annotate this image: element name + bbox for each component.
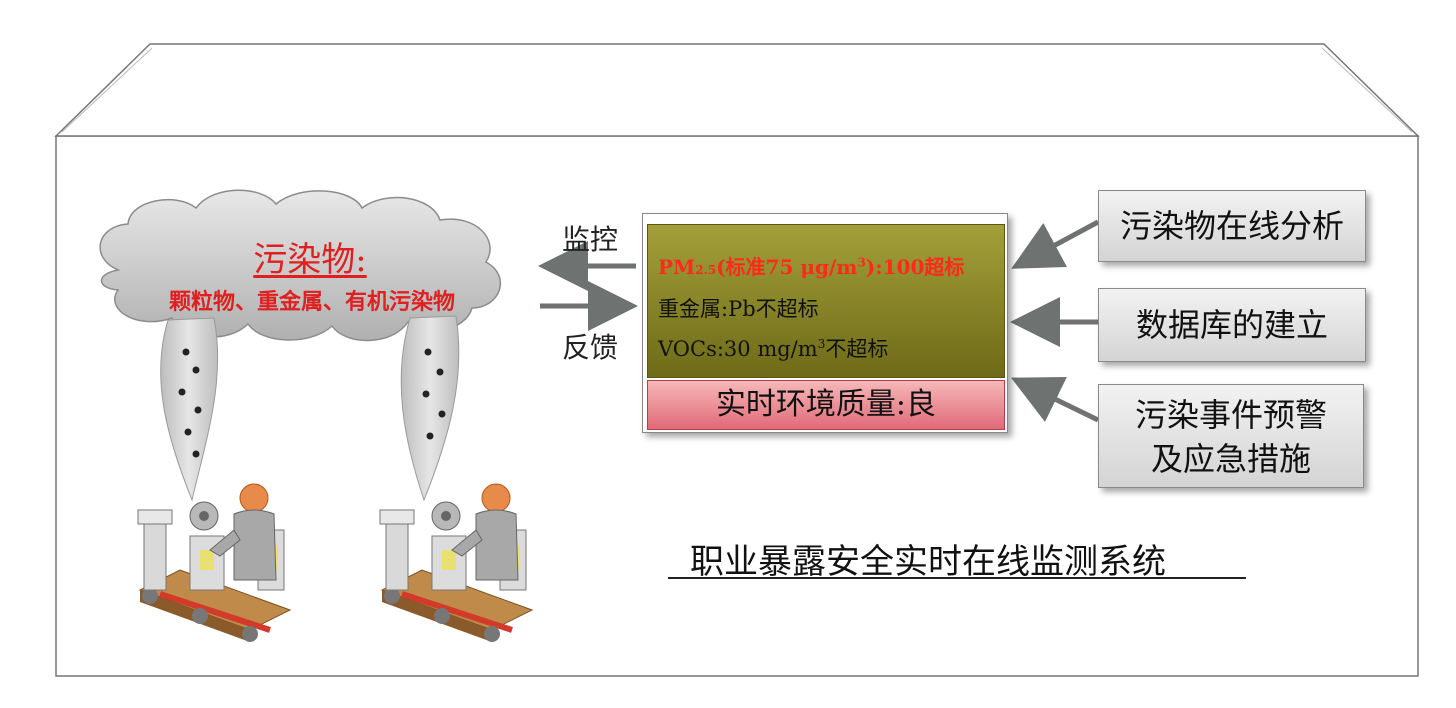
voc-suffix: 不超标: [825, 337, 889, 361]
voc-superscript: 3: [817, 337, 826, 351]
cloud-subtitle: 颗粒物、重金属、有机污染物: [168, 289, 455, 315]
worker-station-left: [137, 483, 292, 642]
cloud-title: 污染物:: [253, 240, 367, 280]
voc-reading: VOCs:30 mg/m3不超标: [658, 333, 888, 363]
pm-prefix: PM: [658, 255, 696, 279]
plume-left: [160, 317, 219, 502]
warning-line-2: 及应急措施: [1150, 440, 1311, 478]
voc-prefix: VOCs:30 mg/m: [658, 337, 818, 361]
warning-box: 污染事件预警 及应急措施: [1098, 384, 1364, 488]
heavy-metal-reading: 重金属:Pb不超标: [658, 297, 819, 321]
plume-right: [400, 315, 460, 502]
pm-superscript: 3: [857, 255, 866, 270]
online-analysis-box: 污染物在线分析: [1098, 190, 1366, 262]
monitor-label: 监控: [562, 223, 619, 256]
database-box: 数据库的建立: [1098, 288, 1366, 362]
system-title: 职业暴露安全实时在线监测系统: [690, 542, 1166, 582]
environment-quality: 实时环境质量:良: [647, 380, 1005, 430]
warning-arrow: [1011, 377, 1100, 423]
pm-mid: (标准75 μg/m: [716, 255, 858, 279]
pm-suffix: ):100超标: [865, 255, 965, 279]
warning-line-1: 污染事件预警: [1134, 396, 1327, 434]
analysis-arrow: [1011, 219, 1100, 269]
feedback-label: 反馈: [562, 331, 619, 364]
monitoring-panel: PM2.5(标准75 μg/m3):100超标 重金属:Pb不超标 VOCs:3…: [642, 213, 1008, 433]
worker-station-right: [379, 483, 534, 642]
readings-panel: PM2.5(标准75 μg/m3):100超标 重金属:Pb不超标 VOCs:3…: [647, 224, 1005, 378]
pm25-reading: PM2.5(标准75 μg/m3):100超标: [658, 251, 964, 280]
pm-subscript: 2.5: [695, 263, 717, 277]
